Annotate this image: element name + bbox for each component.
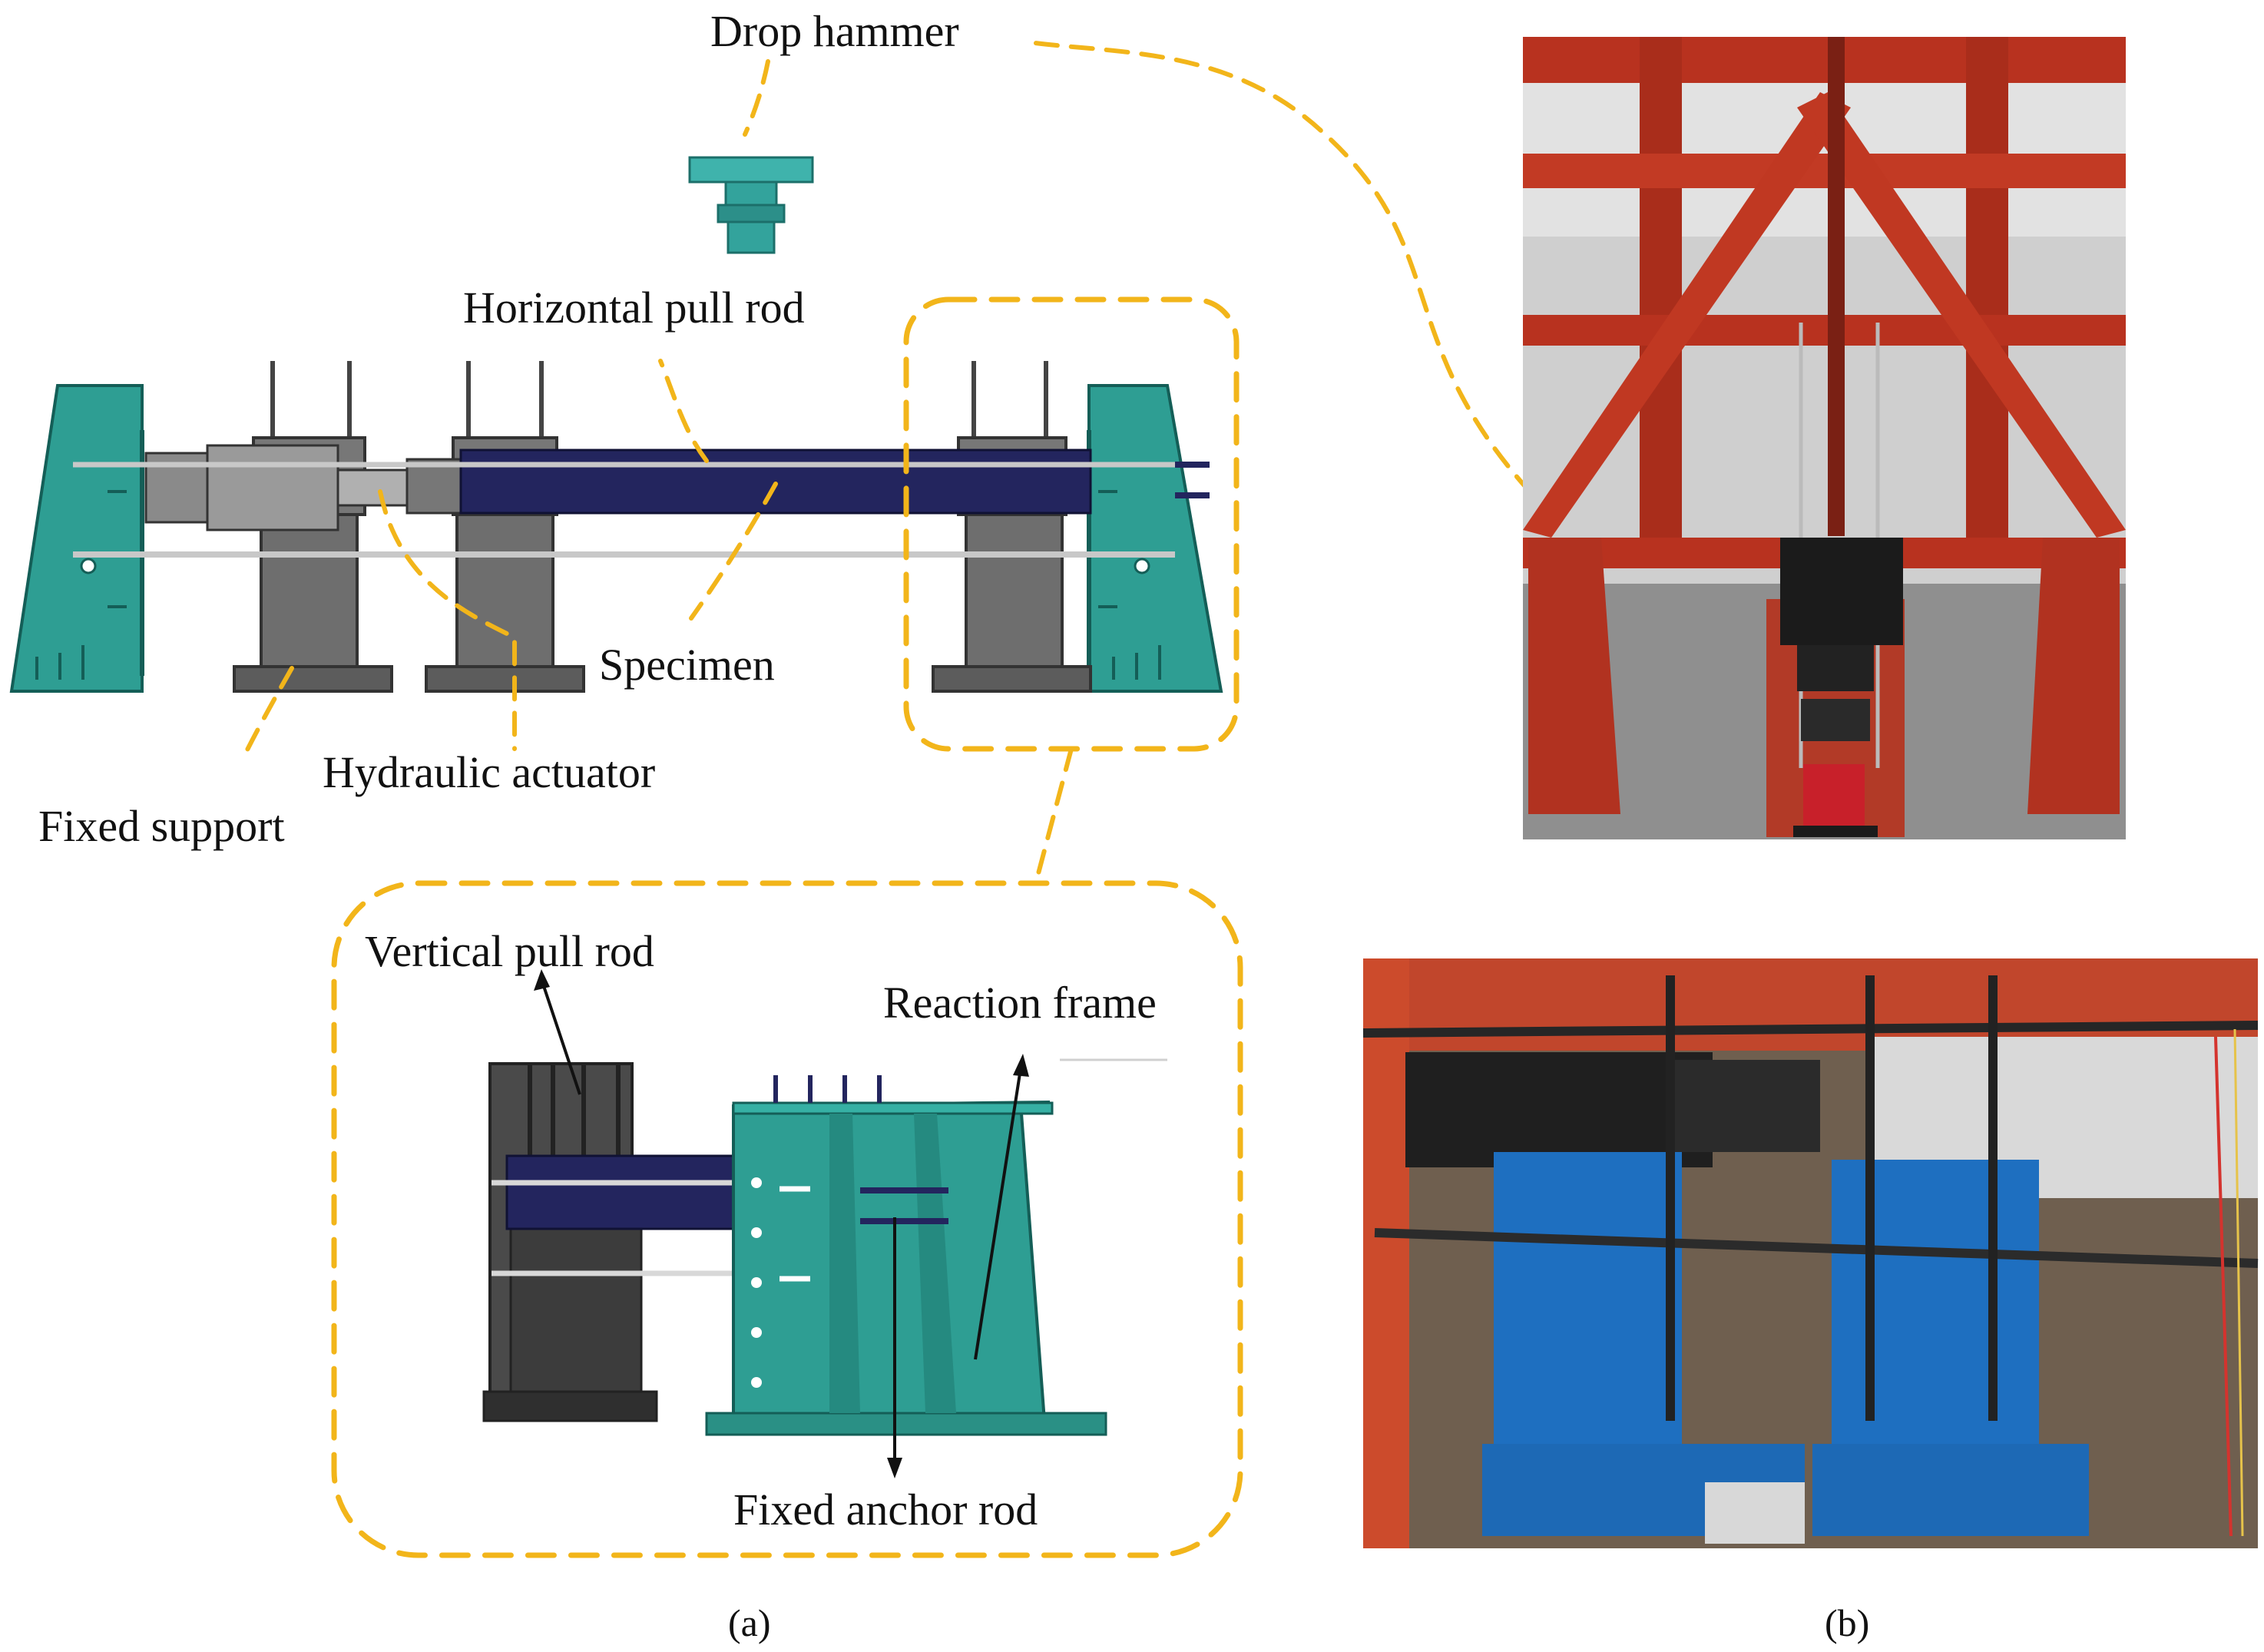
left-reaction-frame — [9, 384, 144, 693]
photo-panel-b: (b) — [1362, 37, 2259, 1644]
drop-hammer-drawing — [688, 156, 814, 254]
detail-enlargement-box — [331, 880, 1243, 1558]
detail-arrows — [534, 969, 1029, 1478]
label-fixed-support: Fixed support — [38, 801, 285, 851]
schematic-panel-a: Drop hammer Horizontal pull rod Specimen… — [9, 6, 1761, 1644]
detail-connector — [1034, 747, 1074, 882]
detail-reaction-frame-drawing — [705, 1058, 1167, 1436]
label-specimen: Specimen — [599, 640, 775, 690]
photo-support-setup — [1362, 958, 2259, 1548]
right-reaction-frame — [1087, 384, 1223, 693]
label-hydraulic-actuator: Hydraulic actuator — [323, 747, 655, 797]
label-drop-hammer: Drop hammer — [710, 6, 959, 56]
hydraulic-actuator-drawing — [144, 444, 462, 531]
label-horizontal-pull-rod: Horizontal pull rod — [463, 283, 805, 333]
detail-support-drawing — [482, 1062, 776, 1422]
label-vertical-pull-rod: Vertical pull rod — [365, 926, 654, 976]
caption-a: (a) — [728, 1601, 771, 1644]
label-fixed-anchor-rod: Fixed anchor rod — [733, 1485, 1038, 1534]
photo-drop-hammer-rig — [1523, 37, 2126, 839]
caption-b: (b) — [1825, 1601, 1869, 1644]
label-reaction-frame: Reaction frame — [883, 978, 1157, 1028]
